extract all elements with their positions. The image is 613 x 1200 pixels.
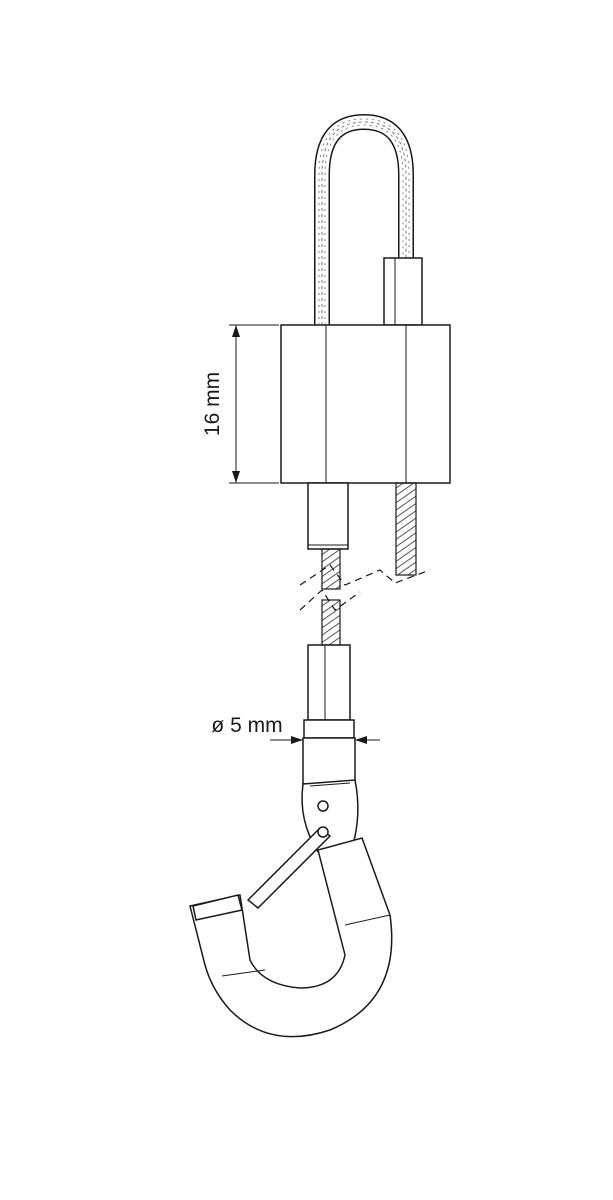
height-dimension: 16 mm <box>201 324 279 484</box>
cable <box>321 548 341 646</box>
diameter-dimension-label: ø 5 mm <box>211 714 282 737</box>
cable-free-end <box>395 482 417 576</box>
hook-latch <box>246 826 332 910</box>
lower-ferrule <box>307 482 349 550</box>
diameter-dimension: ø 5 mm <box>211 714 380 744</box>
upper-ferrule <box>383 257 423 326</box>
hook <box>189 837 393 1038</box>
cable-loop <box>314 113 414 325</box>
break-lines <box>299 564 431 611</box>
cable-gripper-block <box>280 324 451 484</box>
height-dimension-label: 16 mm <box>201 372 224 436</box>
hook-sleeve <box>302 644 356 785</box>
